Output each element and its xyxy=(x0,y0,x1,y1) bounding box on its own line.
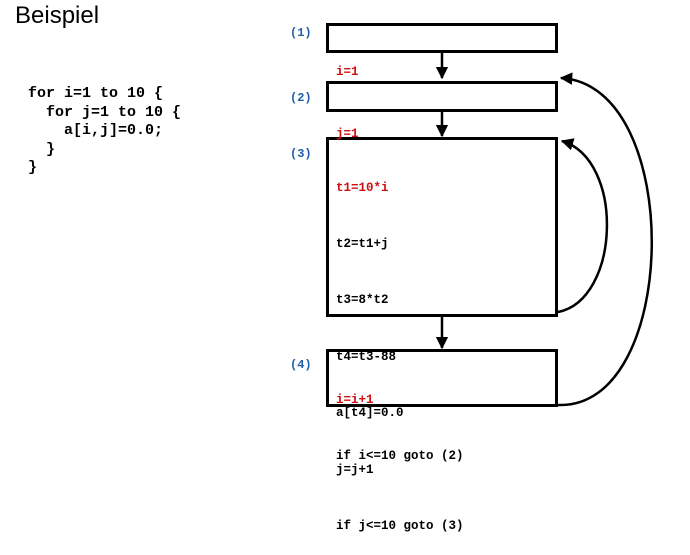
basic-block-1 xyxy=(326,23,558,53)
block-code: t1=10*i t2=t1+j t3=8*t2 t4=t3-88 a[t4]=0… xyxy=(336,141,464,555)
code-line: if i<=10 goto (2) xyxy=(336,448,464,463)
source-line: for j=1 to 10 { xyxy=(28,103,182,121)
basic-block-2 xyxy=(326,81,558,112)
block-label: (1) xyxy=(290,26,312,40)
source-line: for i=1 to 10 { xyxy=(28,85,164,102)
code-line: i=1 xyxy=(336,64,359,79)
edge-3-loop xyxy=(557,138,609,314)
code-line: t3=8*t2 xyxy=(336,293,389,308)
code-line: t1=10*i xyxy=(336,180,389,195)
source-line: a[i,j]=0.0; xyxy=(28,122,164,139)
block-label: (2) xyxy=(290,91,312,105)
source-code: for i=1 to 10 { for j=1 to 10 { a[i,j]=0… xyxy=(28,85,181,178)
code-line: j=1 xyxy=(336,126,359,141)
basic-block-4 xyxy=(326,349,558,407)
code-line: t2=t1+j xyxy=(336,236,389,251)
edge-4-to-2 xyxy=(557,72,653,407)
block-code: i=1 xyxy=(336,25,359,100)
slide-title: Beispiel xyxy=(15,2,100,29)
source-line: } xyxy=(28,140,56,158)
code-line: t4=t3-88 xyxy=(336,349,397,364)
code-line: i=i+1 xyxy=(336,392,374,407)
block-code: j=1 xyxy=(336,87,359,162)
block-code: i=i+1 if i<=10 goto (2) xyxy=(336,353,464,485)
block-label: (4) xyxy=(290,358,312,372)
block-label: (3) xyxy=(290,147,312,161)
control-flow-edges xyxy=(435,52,653,407)
source-line: } xyxy=(28,159,38,176)
code-line: if j<=10 goto (3) xyxy=(336,518,464,533)
basic-block-3 xyxy=(326,137,558,317)
code-line: a[t4]=0.0 xyxy=(336,406,404,421)
